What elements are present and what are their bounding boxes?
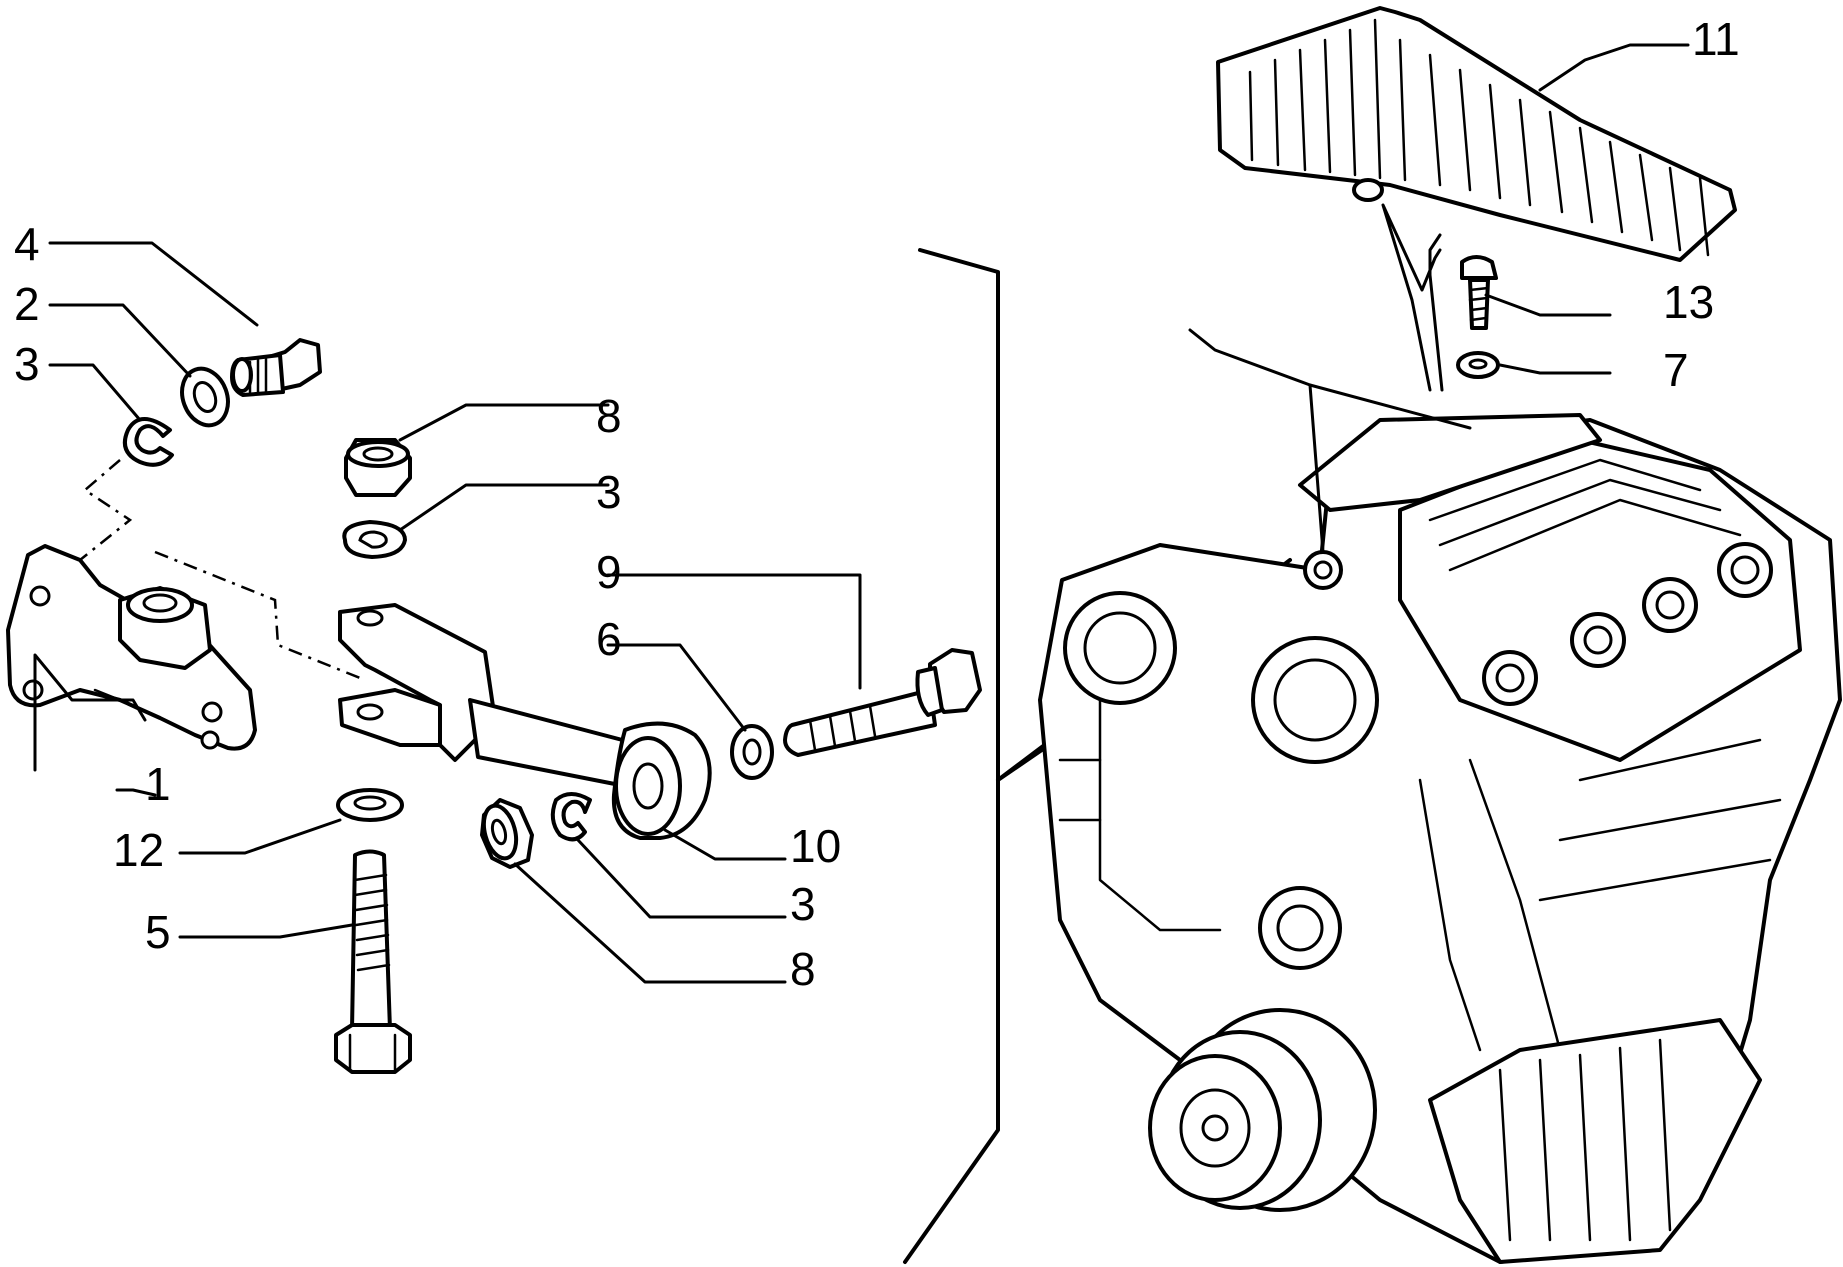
callout-6: 6 (596, 613, 622, 665)
callout-1: 1 (145, 758, 171, 810)
callout-12: 12 (113, 824, 164, 876)
callout-9: 9 (596, 546, 622, 598)
callout-2: 2 (14, 278, 40, 330)
part-7-washer (1456, 351, 1500, 379)
callout-8a: 8 (596, 390, 622, 442)
part-3c-lock-washer (550, 792, 592, 842)
assembly-line-left (79, 459, 133, 561)
callout-5: 5 (145, 906, 171, 958)
callout-3c: 3 (790, 878, 816, 930)
callout-13: 13 (1663, 276, 1714, 328)
callout-3b: 3 (596, 466, 622, 518)
callout-3a: 3 (14, 338, 40, 390)
part-11-cover (1216, 6, 1737, 262)
part-1-mount-bracket (6, 544, 257, 751)
section-frame (903, 248, 1000, 1264)
part-6-washer (730, 724, 774, 780)
part-12-washer (336, 788, 404, 822)
leader-lines (33, 43, 1690, 984)
callout-8b: 8 (790, 943, 816, 995)
part-3a-lock-washer (123, 417, 174, 467)
engine-block (1038, 328, 1842, 1264)
callout-7: 7 (1663, 344, 1689, 396)
part-3b-lock-washer (342, 520, 407, 559)
part-9-long-bolt (783, 648, 982, 757)
part-13-bolt (1460, 255, 1498, 330)
part-8b-nut (480, 798, 534, 869)
part-8a-nut (344, 438, 412, 497)
callout-4: 4 (14, 218, 40, 270)
part-4-bolt (230, 338, 322, 397)
assembly-line-center (154, 550, 366, 682)
callout-11: 11 (1692, 13, 1740, 65)
assembly-line-cover-2 (1428, 233, 1444, 392)
callout-10: 10 (790, 820, 841, 872)
part-5-vertical-bolt (334, 849, 412, 1074)
part-10-torque-rod (338, 603, 712, 840)
part-2-washer (180, 366, 230, 428)
